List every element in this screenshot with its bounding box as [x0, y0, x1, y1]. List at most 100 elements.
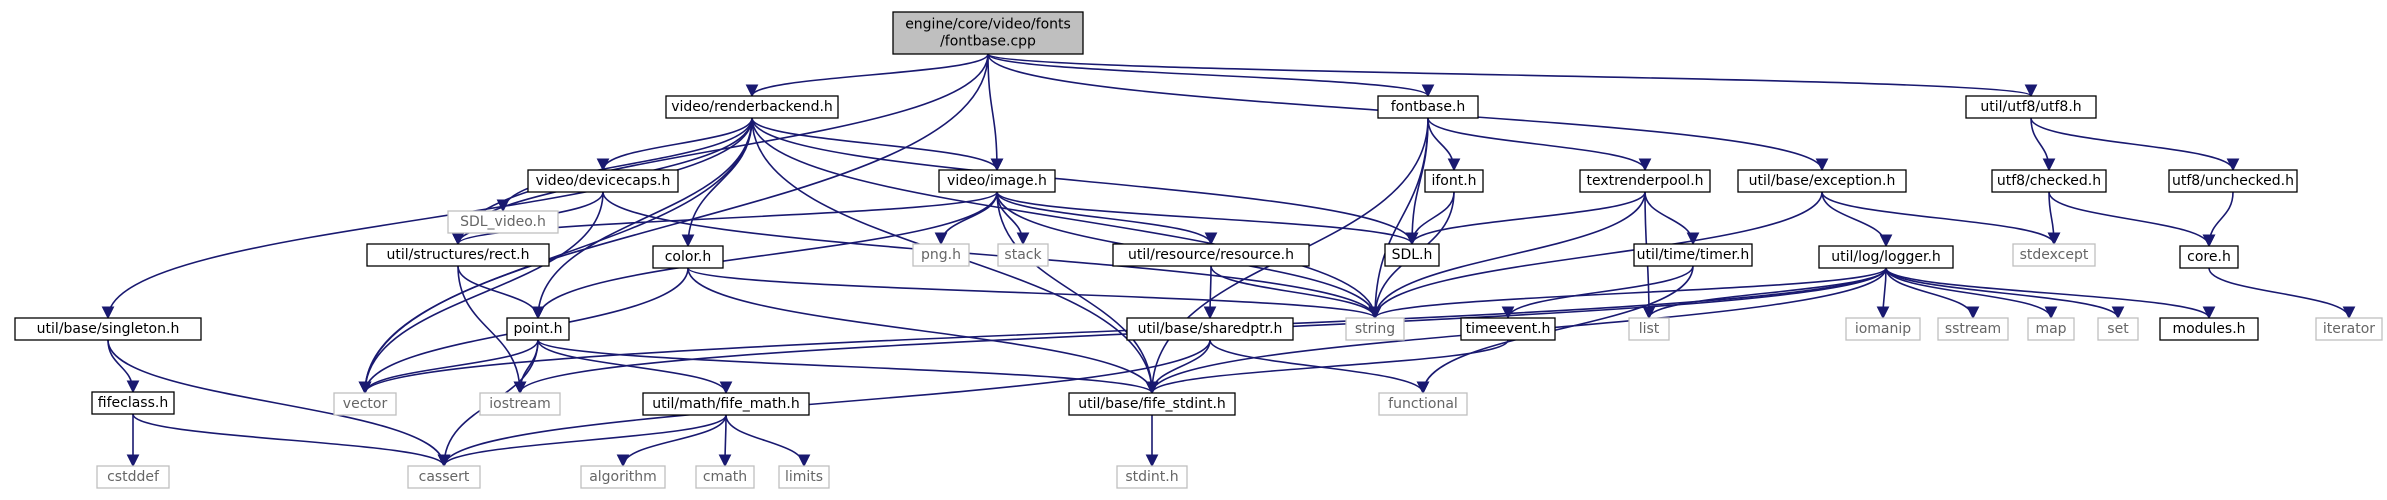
node-box-unchecked [2168, 169, 2298, 193]
edge-image-to-rect [451, 191, 998, 246]
node-singleton[interactable]: util/base/singleton.h [14, 317, 202, 341]
edge-image-to-resource [996, 191, 1218, 246]
edge-core-to-iterator [2208, 267, 2356, 320]
node-fifeclass[interactable]: fifeclass.h [91, 391, 175, 415]
edge-renderbackend-to-vector [358, 117, 753, 395]
edge-utf8-to-checked [2030, 117, 2056, 172]
node-box-color [652, 245, 724, 269]
node-fontbase[interactable]: fontbase.h [1377, 95, 1479, 119]
node-label-root: /fontbase.cpp [940, 34, 1036, 50]
node-iterator: iterator [2315, 317, 2383, 341]
node-box-fifestdint [1068, 392, 1236, 416]
node-label-point: point.h [513, 321, 562, 337]
node-box-set [2097, 317, 2139, 341]
node-label-fifestdint: util/base/fife_stdint.h [1078, 396, 1226, 412]
node-box-functional [1378, 392, 1468, 416]
node-label-stdint: stdint.h [1125, 469, 1178, 485]
node-box-sstream [1937, 317, 2009, 341]
node-fifestdint[interactable]: util/base/fife_stdint.h [1068, 392, 1236, 416]
node-label-cstddef: cstddef [107, 469, 160, 485]
edge-fifeclass-to-cassert [132, 413, 451, 468]
node-box-iomanip [1845, 317, 1921, 341]
node-devicecaps[interactable]: video/devicecaps.h [527, 169, 679, 193]
node-box-stdexcept [2012, 243, 2096, 267]
edge-exception-to-stdexcept [1821, 191, 2061, 246]
node-label-set: set [2107, 321, 2129, 337]
node-core[interactable]: core.h [2179, 245, 2239, 269]
node-cstddef: cstddef [96, 465, 170, 489]
node-renderbackend[interactable]: video/renderbackend.h [665, 95, 839, 119]
node-timer[interactable]: util/time/timer.h [1633, 243, 1753, 267]
edge-fifemath-to-algorithm [616, 414, 727, 468]
node-box-point [506, 317, 570, 341]
node-box-rect [366, 243, 550, 267]
node-root[interactable]: engine/core/video/fonts/fontbase.cpp [892, 11, 1084, 55]
node-box-iostream [479, 392, 561, 416]
node-logger[interactable]: util/log/logger.h [1818, 245, 1954, 269]
node-list: list [1628, 317, 1670, 341]
edge-renderbackend-to-image [751, 117, 1004, 172]
node-box-iterator [2315, 317, 2383, 341]
node-sdl[interactable]: SDL.h [1384, 243, 1440, 267]
edge-fontbase-to-ifont [1427, 117, 1461, 172]
edge-renderbackend-to-string [751, 117, 1382, 320]
node-point[interactable]: point.h [506, 317, 570, 341]
node-label-png: png.h [921, 247, 961, 263]
node-label-list: list [1639, 321, 1660, 337]
node-functional: functional [1378, 392, 1468, 416]
edge-renderbackend-to-devicecaps [596, 117, 753, 172]
node-image[interactable]: video/image.h [938, 169, 1056, 193]
edge-rect-to-iostream [457, 265, 527, 395]
node-unchecked[interactable]: utf8/unchecked.h [2168, 169, 2298, 193]
edge-textrenderpool-to-timer [1644, 191, 1700, 246]
node-label-image: video/image.h [947, 173, 1047, 189]
node-box-map [2027, 317, 2075, 341]
node-label-stdexcept: stdexcept [2020, 247, 2089, 263]
edge-renderbackend-to-singleton [101, 117, 753, 320]
node-rect[interactable]: util/structures/rect.h [366, 243, 550, 267]
node-checked[interactable]: utf8/checked.h [1991, 169, 2107, 193]
node-utf8[interactable]: util/utf8/utf8.h [1965, 95, 2097, 119]
node-ifont[interactable]: ifont.h [1424, 169, 1484, 193]
edge-color-to-string [687, 267, 1382, 320]
edge-timeevent-to-fifestdint [1145, 339, 1509, 395]
edge-root-to-utf8 [987, 53, 2037, 98]
node-box-limits [778, 465, 830, 489]
node-label-core: core.h [2187, 249, 2231, 265]
edge-logger-to-string [1368, 267, 1887, 320]
node-timeevent[interactable]: timeevent.h [1460, 317, 1556, 341]
node-box-core [2179, 245, 2239, 269]
node-exception[interactable]: util/base/exception.h [1737, 169, 1907, 193]
node-iostream: iostream [479, 392, 561, 416]
node-color[interactable]: color.h [652, 245, 724, 269]
edge-logger-to-map [1885, 267, 2058, 320]
node-box-utf8 [1965, 95, 2097, 119]
node-resource[interactable]: util/resource/resource.h [1112, 243, 1310, 267]
node-modules[interactable]: modules.h [2159, 317, 2259, 341]
edge-root-to-renderbackend [745, 53, 989, 98]
edge-resource-to-string [1210, 265, 1382, 320]
node-label-iostream: iostream [489, 396, 551, 412]
edge-root-to-image [987, 53, 1004, 172]
node-fifemath[interactable]: util/math/fife_math.h [642, 392, 810, 416]
edge-image-to-sdl [996, 191, 1419, 246]
node-label-iomanip: iomanip [1855, 321, 1911, 337]
node-sharedptr[interactable]: util/base/sharedptr.h [1126, 317, 1294, 341]
node-box-resource [1112, 243, 1310, 267]
node-label-cassert: cassert [419, 469, 470, 485]
node-label-sharedptr: util/base/sharedptr.h [1138, 321, 1283, 337]
node-textrenderpool[interactable]: textrenderpool.h [1579, 169, 1711, 193]
node-box-cstddef [96, 465, 170, 489]
edge-timer-to-timeevent [1501, 265, 1694, 320]
node-label-color: color.h [665, 249, 712, 265]
node-label-rect: util/structures/rect.h [387, 247, 530, 263]
node-box-vector [333, 392, 397, 416]
node-label-fontbase: fontbase.h [1391, 99, 1466, 115]
node-label-root: engine/core/video/fonts [905, 17, 1071, 33]
node-box-image [938, 169, 1056, 193]
edge-exception-to-string [1368, 191, 1823, 320]
edge-renderbackend-to-sdlvideo [496, 117, 753, 213]
node-label-utf8: util/utf8/utf8.h [1980, 99, 2081, 115]
node-box-singleton [14, 317, 202, 341]
